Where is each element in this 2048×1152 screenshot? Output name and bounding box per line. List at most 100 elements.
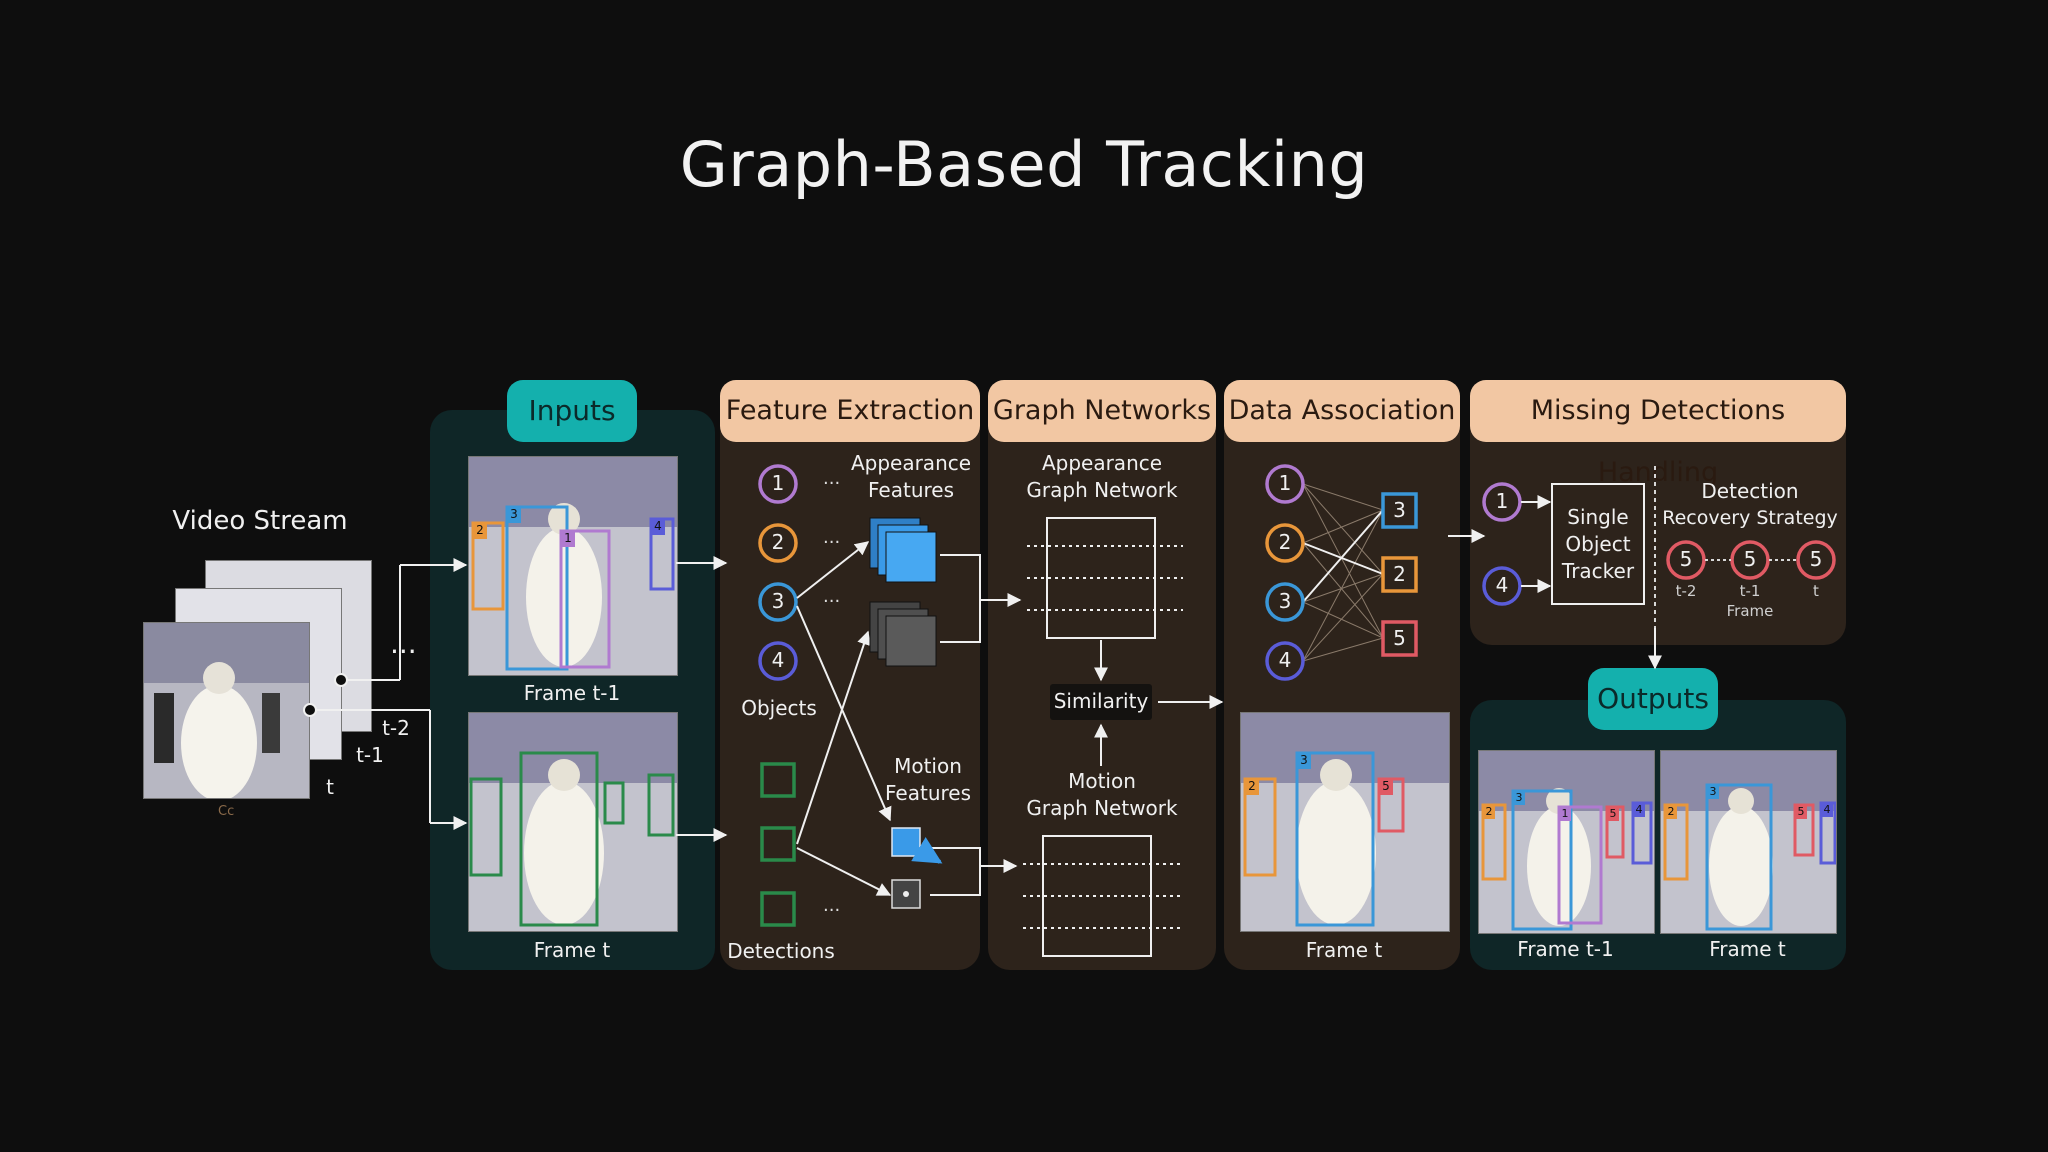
detection-ellipsis: ...	[823, 895, 841, 916]
single-object-tracker-box	[1551, 483, 1645, 605]
appearance-graph-label-1: Appearance	[1041, 451, 1163, 475]
stream-ellipsis: ...	[390, 627, 417, 660]
object-node-4	[758, 641, 798, 681]
gray-feature-stack	[869, 601, 937, 667]
box-label: 5	[1379, 779, 1393, 795]
video-frame-front	[143, 622, 310, 799]
similarity-label: Similarity	[1053, 689, 1149, 713]
output-frame-right-label: Frame t	[1709, 937, 1786, 961]
feature-extraction-header: Feature Extraction	[720, 380, 980, 442]
object-nodes	[758, 464, 798, 681]
association-left-nodes	[1265, 464, 1305, 681]
appearance-graph-lines	[1027, 545, 1183, 611]
association-matches	[1302, 509, 1384, 603]
recovery-frame-label: Frame	[1726, 602, 1774, 620]
missing-node-label: 4	[1495, 573, 1509, 597]
association-box-2	[1381, 556, 1418, 593]
detection-node-3	[760, 891, 796, 927]
association-scene-image	[1241, 713, 1449, 931]
box-label: 1	[1559, 807, 1571, 821]
stream-label-t-1: t-1	[356, 743, 384, 767]
recovery-label-2: Recovery Strategy	[1662, 507, 1838, 529]
recovery-nodes	[1666, 540, 1836, 580]
objects-label: Objects	[741, 696, 817, 720]
motion-graph-lines	[1023, 863, 1183, 929]
object-ellipsis: ...	[823, 468, 841, 489]
box-label: 3	[507, 507, 521, 523]
missing-input-node-1	[1482, 482, 1522, 522]
association-edges	[1302, 483, 1384, 662]
output-scene-image-right	[1661, 751, 1836, 933]
association-right-nodes	[1381, 492, 1418, 657]
input-frame-t-minus-1: 2 3 1 4	[468, 456, 678, 676]
stream-tap-top	[334, 673, 348, 687]
recovery-node-label: 5	[1743, 547, 1757, 571]
outputs-header: Outputs	[1588, 668, 1718, 730]
box-label: 3	[1513, 791, 1525, 805]
association-node-4	[1265, 641, 1305, 681]
recovery-node-label: 5	[1679, 547, 1693, 571]
output-frame-t: 3 2 5 4	[1660, 750, 1837, 934]
box-label: 2	[1483, 805, 1495, 819]
missing-node-label: 1	[1495, 489, 1509, 513]
output-scene-image-left	[1479, 751, 1654, 933]
association-box-label: 2	[1393, 562, 1406, 586]
association-box-5	[1381, 620, 1418, 657]
object-node-label: 2	[771, 530, 785, 554]
association-node-3	[1265, 582, 1305, 622]
feature-connectors	[796, 541, 1022, 896]
input-frame-bottom-label: Frame t	[533, 938, 611, 962]
box-label: 2	[1245, 779, 1259, 795]
tracker-label-3: Tracker	[1561, 559, 1635, 583]
feature-extraction-panel	[720, 410, 980, 970]
video-stream-label: Video Stream	[172, 506, 348, 536]
stream-tap-bottom	[303, 703, 317, 717]
association-box-label: 3	[1393, 498, 1406, 522]
box-label: 4	[1633, 803, 1645, 817]
association-box-3	[1381, 492, 1418, 529]
output-frame-left-label: Frame t-1	[1517, 937, 1614, 961]
input-frame-t	[468, 712, 678, 932]
box-label: 4	[1821, 803, 1833, 817]
association-node-label: 4	[1278, 648, 1292, 672]
association-frame: 2 3 5	[1240, 712, 1450, 932]
graph-networks-header: Graph Networks	[988, 380, 1216, 442]
box-label: 2	[473, 523, 487, 539]
box-label: 2	[1665, 805, 1677, 819]
object-node-1	[758, 464, 798, 504]
recovery-time-label: t-1	[1739, 582, 1761, 600]
recovery-time-label: t-2	[1675, 582, 1697, 600]
stream-watermark: Cc	[218, 804, 235, 819]
motion-features-label-1: Motion	[894, 754, 962, 778]
box-label: 3	[1707, 785, 1719, 799]
data-association-header: Data Association	[1224, 380, 1460, 442]
object-node-label: 3	[771, 589, 785, 613]
association-node-2	[1265, 523, 1305, 563]
motion-graph-label-2: Graph Network	[1026, 796, 1178, 820]
object-node-label: 4	[771, 648, 785, 672]
detections-label: Detections	[727, 939, 835, 963]
box-label: 3	[1297, 753, 1311, 769]
detection-nodes	[760, 762, 796, 927]
motion-vector-arrow	[898, 836, 943, 864]
box-label: 4	[651, 519, 665, 535]
box-label: 1	[561, 531, 575, 547]
appearance-feature-stack	[869, 517, 937, 583]
association-node-label: 2	[1278, 530, 1292, 554]
input-scene-image-top	[469, 457, 677, 675]
missing-detections-panel	[1470, 410, 1846, 645]
detection-node-2	[760, 826, 796, 862]
association-node-1	[1265, 464, 1305, 504]
association-box-label: 5	[1393, 626, 1406, 650]
input-scene-image-bottom	[469, 713, 677, 931]
object-node-3	[758, 582, 798, 622]
output-frame-t-minus-1: 3 2 1 5 4	[1478, 750, 1655, 934]
tracker-label-1: Single	[1567, 505, 1629, 529]
association-node-label: 1	[1278, 471, 1292, 495]
box-label: 5	[1795, 805, 1807, 819]
recovery-node-label: 5	[1809, 547, 1823, 571]
stream-label-t-2: t-2	[382, 716, 410, 740]
object-node-label: 1	[771, 471, 785, 495]
object-node-2	[758, 523, 798, 563]
recovery-time-label: t	[1813, 582, 1819, 600]
